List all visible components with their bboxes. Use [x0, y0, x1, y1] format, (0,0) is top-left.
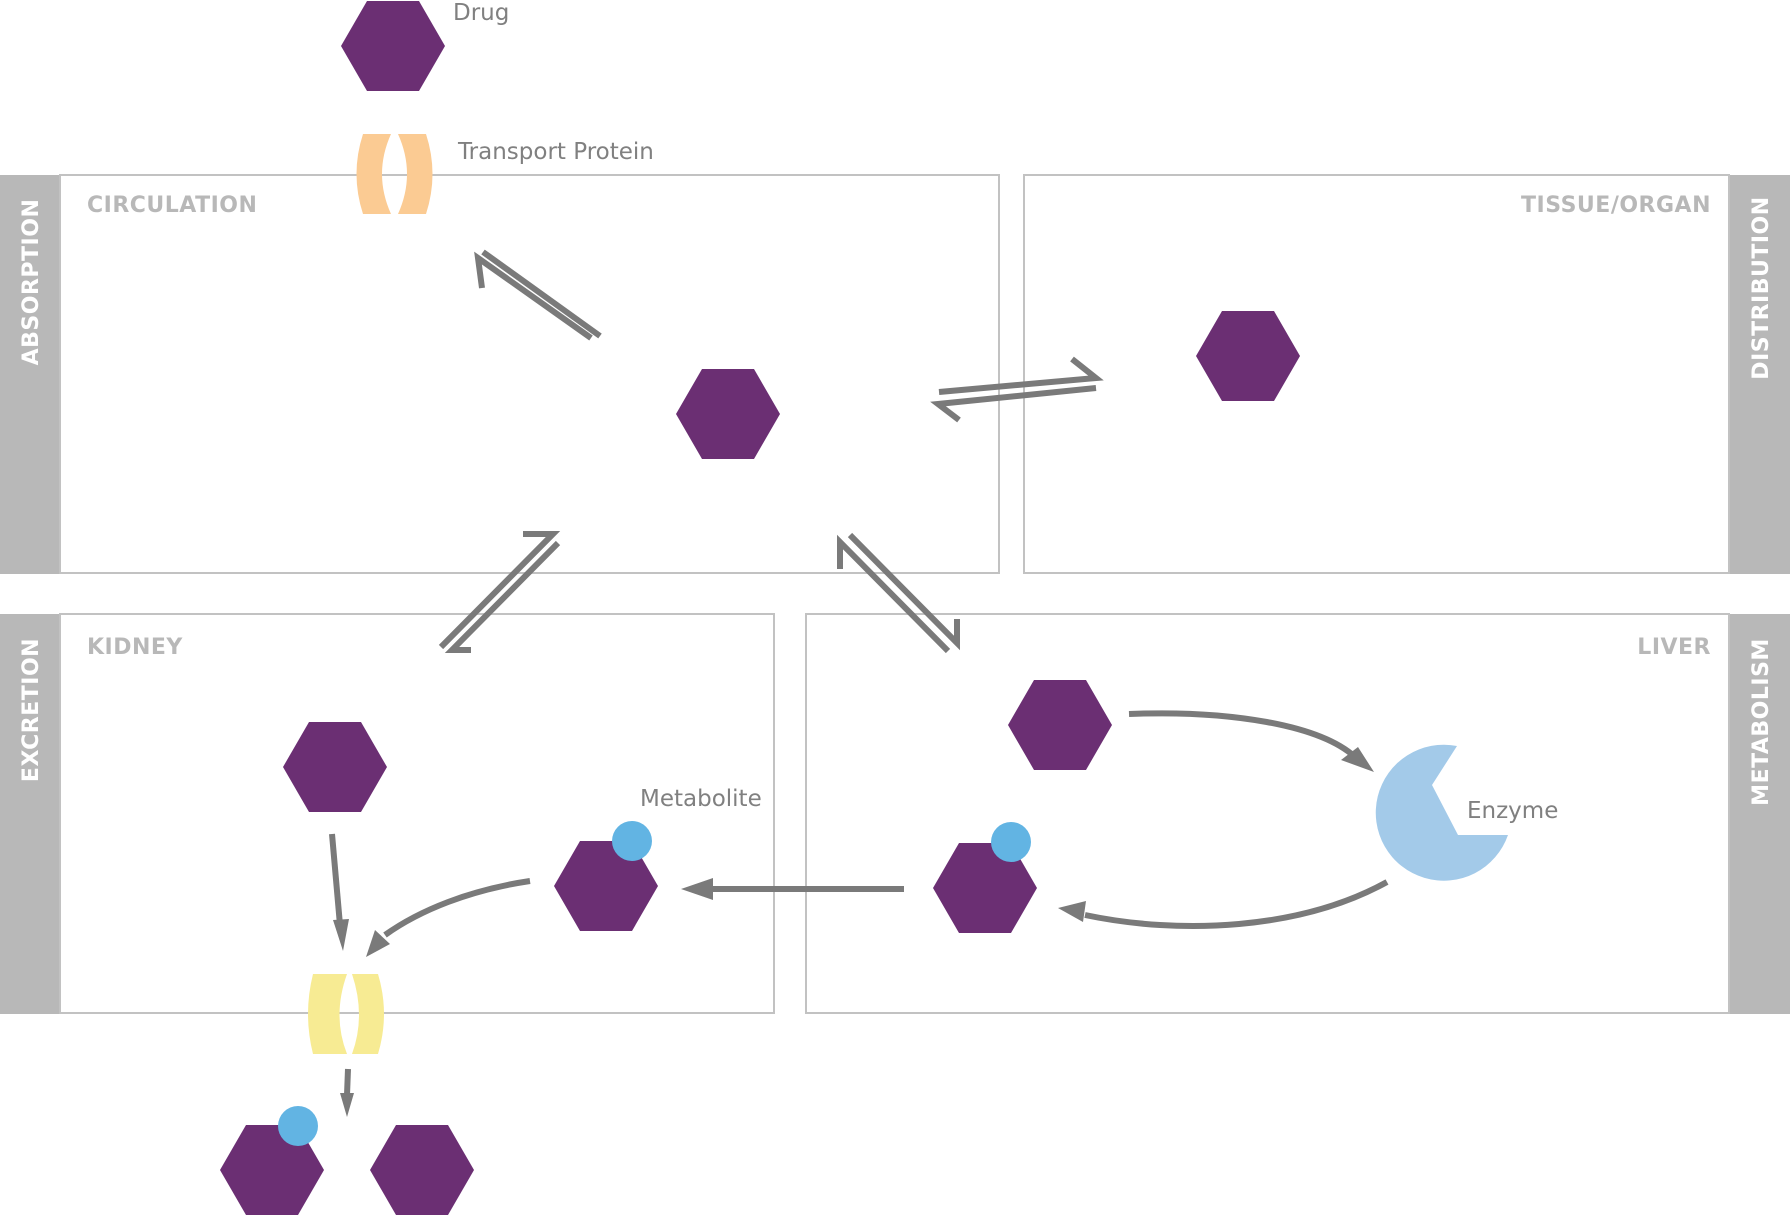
enzyme-label: Enzyme	[1467, 798, 1558, 824]
metabolism-label: METABOLISM	[1749, 638, 1774, 806]
excreted-drug-hexagon	[370, 1125, 474, 1215]
circulation-box	[59, 174, 1000, 574]
liver-title: LIVER	[1637, 635, 1711, 660]
excretion-label: EXCRETION	[19, 638, 44, 782]
transport-protein-excretion	[308, 974, 384, 1054]
drug-label: Drug	[453, 0, 509, 26]
arrow-enzyme-to-metabolite	[1058, 879, 1389, 929]
equilibrium-arrow-excretion	[438, 531, 561, 653]
arrow-kidney-drug-to-transporter	[329, 833, 349, 951]
liver-box	[805, 613, 1730, 1014]
equilibrium-arrow-distribution	[930, 356, 1104, 423]
drug-hexagon-external	[341, 1, 445, 91]
transport-protein-absorption	[356, 134, 433, 214]
arrow-drug-to-enzyme	[1128, 710, 1374, 772]
excreted-metabolite-group	[278, 1106, 318, 1146]
arrow-metabolite-liver-to-kidney	[681, 878, 904, 900]
transport-protein-label: Transport Protein	[457, 139, 654, 165]
tissue-organ-title: TISSUE/ORGAN	[1521, 193, 1711, 218]
arrow-transporter-to-excreted	[340, 1068, 354, 1117]
absorption-label: ABSORPTION	[19, 199, 44, 366]
absorption-bar	[0, 175, 60, 574]
metabolite-group-kidney	[612, 821, 652, 861]
equilibrium-arrow-absorption	[474, 249, 602, 341]
circulation-title: CIRCULATION	[87, 193, 257, 218]
metabolite-label: Metabolite	[640, 786, 762, 812]
excretion-bar	[0, 614, 60, 1014]
equilibrium-arrow-metabolism	[837, 532, 960, 654]
tissue-organ-box	[1023, 174, 1730, 574]
distribution-bar	[1729, 175, 1790, 574]
arrow-kidney-metabolite-to-transporter	[366, 878, 531, 957]
distribution-label: DISTRIBUTION	[1749, 196, 1774, 379]
kidney-title: KIDNEY	[87, 635, 183, 660]
metabolite-group-liver	[991, 822, 1031, 862]
enzyme-icon	[1375, 744, 1508, 881]
metabolism-bar	[1729, 614, 1790, 1014]
kidney-box	[59, 613, 775, 1014]
